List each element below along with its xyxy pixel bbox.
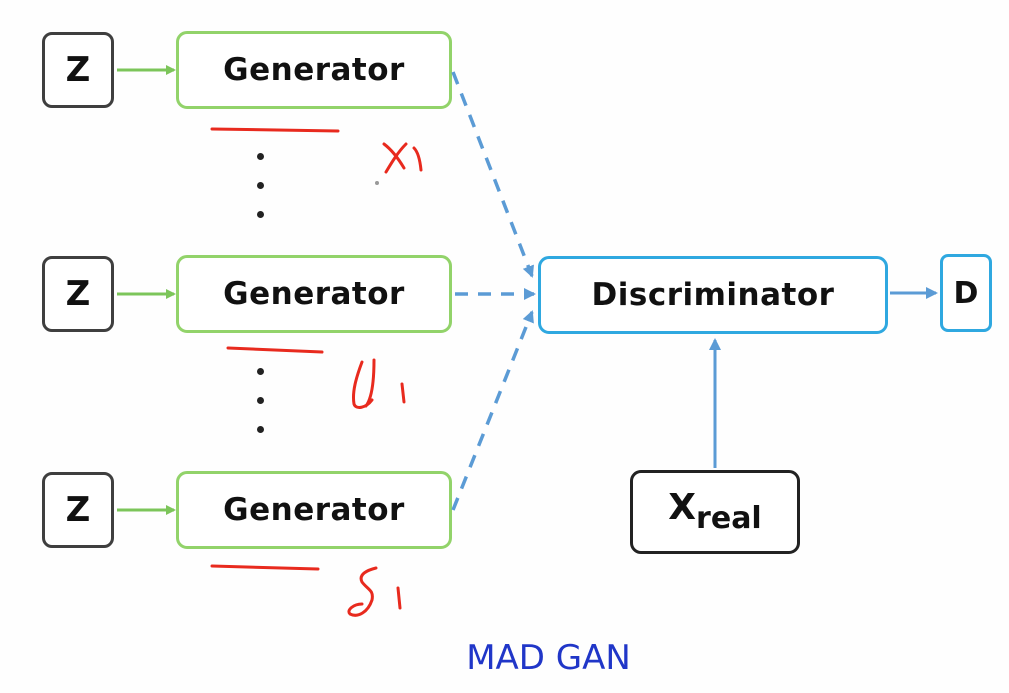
real-label-sub: real [696, 501, 762, 536]
discriminator: Discriminator [538, 256, 888, 334]
stray-mark [375, 181, 379, 185]
discriminator-output: D [940, 254, 992, 332]
diagram-caption: MAD GAN [466, 638, 631, 678]
underline-3 [210, 564, 320, 571]
real-label-main: X [668, 487, 697, 528]
output-label: D [953, 275, 979, 311]
discriminator-label: Discriminator [591, 277, 835, 313]
noise-label: Z [65, 274, 91, 314]
generator-to-discriminator-arrow-3 [451, 310, 534, 511]
underline-2 [226, 346, 324, 354]
noise-input-2: Z [42, 256, 114, 332]
generator-2: Generator [176, 255, 452, 333]
generator-label: Generator [223, 492, 405, 528]
noise-label: Z [65, 50, 91, 90]
noise-input-1: Z [42, 32, 114, 108]
ellipsis-dots-lower [257, 368, 265, 455]
scribble-z1 [347, 566, 402, 617]
generator-3: Generator [176, 471, 452, 549]
scribble-y1 [352, 358, 406, 409]
noise-input-3: Z [42, 472, 114, 548]
ellipsis-dots-upper [257, 153, 265, 240]
generator-to-discriminator-arrow-1 [451, 71, 534, 278]
generator-label: Generator [223, 276, 405, 312]
underline-1 [210, 127, 340, 133]
generator-1: Generator [176, 31, 452, 109]
scribble-x1 [382, 142, 423, 174]
generator-label: Generator [223, 52, 405, 88]
noise-label: Z [65, 490, 91, 530]
